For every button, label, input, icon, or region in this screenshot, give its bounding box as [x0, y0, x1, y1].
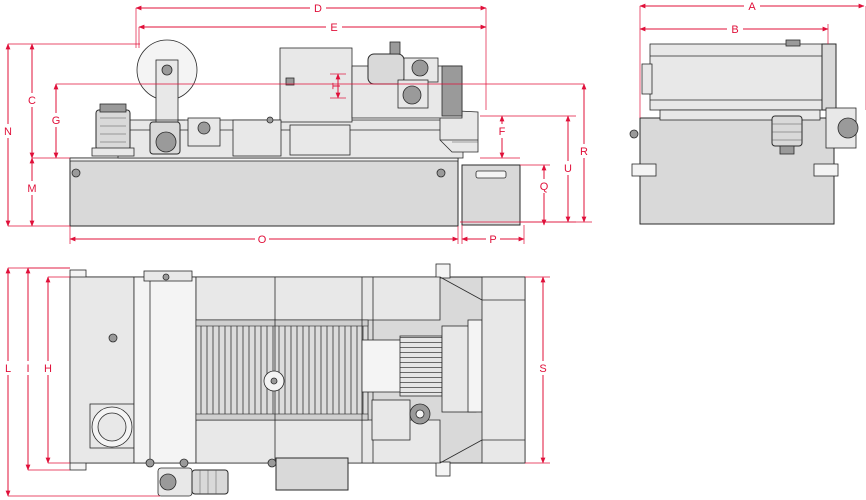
side-view [629, 39, 859, 225]
side-foot [631, 163, 657, 177]
pump-motor [95, 109, 131, 151]
dim-label-a: A [748, 1, 756, 13]
coolant-tank [69, 157, 459, 227]
front-view [69, 39, 521, 227]
dim-label-h: H [44, 363, 52, 375]
side-view-dimensions: A B [639, 0, 866, 118]
dim-label-r: R [580, 146, 588, 158]
side-tank [639, 117, 835, 225]
top-view [69, 263, 526, 497]
filter-panel [133, 276, 197, 464]
dim-label-n: N [4, 126, 12, 138]
dim-label-d: D [314, 3, 322, 15]
dim-label-m: M [27, 183, 36, 195]
bottom-housing [275, 457, 349, 491]
dim-label-t: T [331, 82, 343, 89]
dim-label-u: U [564, 163, 572, 175]
conveyor-belt [195, 319, 369, 421]
side-cover [649, 43, 825, 111]
dim-label-p: P [489, 234, 496, 246]
dim-label-i: I [26, 363, 29, 375]
dim-label-g: G [52, 115, 61, 127]
dim-label-l: L [5, 363, 11, 375]
dim-label-f: F [499, 126, 506, 138]
drain-plug [71, 168, 81, 178]
discharge-chute [481, 276, 526, 464]
front-view-dimensions: D E N C G M T F [1, 2, 592, 246]
top-drain-plug [108, 333, 118, 343]
drain-plug [436, 168, 446, 178]
dim-label-e: E [330, 22, 337, 34]
dim-label-b: B [731, 24, 738, 36]
drive-motor [367, 53, 405, 85]
dim-label-o: O [258, 234, 267, 246]
dim-label-s: S [539, 363, 546, 375]
dim-label-c: C [28, 95, 36, 107]
dim-label-q: Q [540, 181, 549, 193]
side-pump-motor [771, 115, 803, 147]
side-foot [813, 163, 839, 177]
side-gearbox [837, 117, 859, 139]
bottom-motor [191, 469, 229, 495]
drive-box [361, 339, 403, 393]
top-view-dimensions: L I H S [1, 267, 550, 497]
